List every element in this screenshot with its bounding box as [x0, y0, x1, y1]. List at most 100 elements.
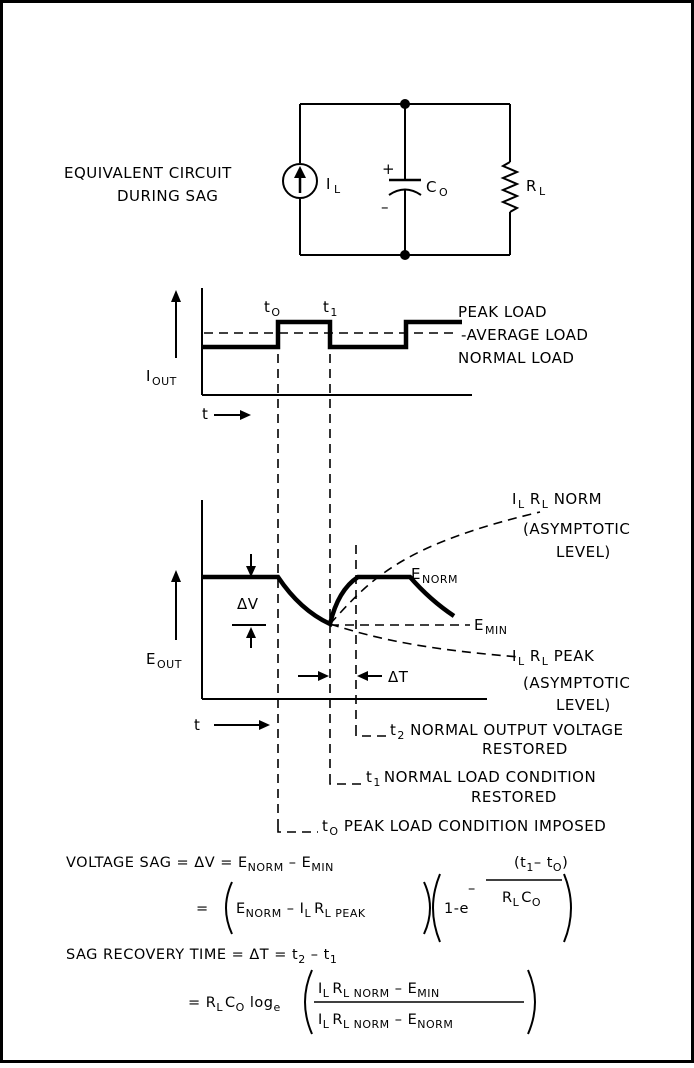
norm-asym-line2: (ASYMPTOTIC: [523, 520, 630, 538]
voltage-y-label-sub: OUT: [157, 658, 182, 671]
t2-leader: [355, 727, 386, 737]
eq2-e-sub: NORM: [246, 907, 282, 920]
cap-minus: –: [381, 198, 389, 216]
cap-label: C: [426, 178, 437, 196]
t1-leader: [329, 776, 362, 785]
load-waveform: [202, 319, 462, 350]
eq4-den-tail: – E: [390, 1012, 418, 1028]
delta-t-left-arrow-icon: [318, 671, 329, 681]
peak-asym-tail: PEAK: [548, 647, 595, 665]
svg-text:IL RL PEAK: IL RL PEAK: [512, 647, 595, 668]
current-y-label-sub: OUT: [152, 375, 177, 388]
t2-annot-text: NORMAL OUTPUT VOLTAGE: [405, 721, 624, 739]
normal-load-label: NORMAL LOAD: [458, 349, 574, 367]
t0-annot-t: t: [322, 817, 328, 835]
peak-asym-line2: (ASYMPTOTIC: [523, 674, 630, 692]
delta-v-label: ΔV: [237, 595, 259, 613]
voltage-x-label: t: [194, 716, 200, 734]
eq4-log-sub: e: [274, 1001, 281, 1014]
top-junction: [400, 99, 410, 109]
delta-t-label: ΔT: [388, 668, 409, 686]
eq4-den-s1: L: [323, 1018, 330, 1031]
norm-asym-i-sub: L: [518, 498, 525, 511]
eq4-num-s1: L: [323, 987, 330, 1000]
voltage-y-arrow-icon: [171, 570, 181, 582]
eq4-den-s3: NORM: [417, 1018, 453, 1031]
peak-asym-r-sub: L: [542, 655, 549, 668]
t1-annot-sub: 1: [373, 776, 381, 789]
eq2-den-s2: O: [532, 896, 541, 909]
eq2-r-sub: L PEAK: [325, 907, 366, 920]
peak-asymptote-curve: [329, 623, 521, 658]
current-source-arrow-icon: [294, 166, 306, 178]
source-label: I: [326, 175, 331, 193]
eq2-i-sub: L: [304, 907, 311, 920]
peak-asym-i: I: [512, 647, 517, 665]
emin-label: E: [474, 616, 484, 634]
delta-v-bottom-arrow-icon: [246, 627, 256, 638]
eq4-s1: L: [216, 1001, 223, 1014]
eq4-log: log: [245, 995, 274, 1011]
eq4-num: I: [318, 981, 323, 997]
sag-mid: – E: [284, 855, 312, 871]
t0-annot-sub: O: [329, 825, 338, 838]
t1-annot-text: NORMAL LOAD CONDITION: [384, 768, 596, 786]
norm-asym-i: I: [512, 490, 517, 508]
t1-annot-text2: RESTORED: [471, 788, 557, 806]
eq2-r: R: [314, 901, 325, 917]
eq2-den: R: [502, 890, 513, 906]
svg-text:IL RL NORM: IL RL NORM: [512, 490, 602, 511]
eq4-num-r: R: [332, 981, 343, 997]
cap-plate-bottom: [388, 188, 422, 196]
current-x-label: t: [202, 405, 208, 423]
resistor-symbol: [500, 161, 520, 213]
eq2-paren2-open: [432, 873, 441, 943]
eq4-num-s2: L NORM: [343, 987, 390, 1000]
enorm-label: E: [411, 565, 421, 583]
eq2-one-minus-e: 1-e: [444, 901, 469, 917]
current-y-arrow-icon: [171, 290, 181, 302]
circuit-title-line2: DURING SAG: [117, 187, 218, 205]
svg-text:ENORM: ENORM: [411, 565, 458, 586]
sag-label: VOLTAGE SAG = ΔV = E: [66, 855, 248, 871]
output-waveform: [202, 574, 456, 628]
norm-asym-line3: LEVEL): [556, 543, 611, 561]
cap-label-sub: O: [439, 186, 448, 199]
svg-text:IOUT: IOUT: [146, 367, 177, 388]
norm-asym-r: R: [525, 490, 541, 508]
bottom-junction: [400, 250, 410, 260]
peak-asym-r: R: [525, 647, 541, 665]
eq2-num-mid: – t: [534, 855, 553, 871]
eq4-num-s3: MIN: [417, 987, 439, 1000]
svg-text:t2 NORMAL OUTPUT VOLTAGE: t2 NORMAL OUTPUT VOLTAGE: [390, 721, 624, 742]
circuit-title-line1: EQUIVALENT CIRCUIT: [64, 164, 232, 182]
t2-annot-t: t: [390, 721, 396, 739]
average-load-label: -AVERAGE LOAD: [461, 326, 588, 344]
peak-asym-line3: LEVEL): [556, 696, 611, 714]
peak-asym-i-sub: L: [518, 655, 525, 668]
cap-plus: +: [382, 160, 395, 178]
svg-text:RL: RL: [526, 177, 546, 198]
sag-sub1: NORM: [248, 861, 284, 874]
norm-asymptote-curve: [329, 511, 541, 625]
voltage-y-label: E: [146, 650, 156, 668]
t1-label: t: [323, 298, 329, 316]
eq2-num-s2: O: [553, 861, 562, 874]
svg-text:IL: IL: [326, 175, 341, 196]
eq2-num-end: ): [562, 855, 568, 871]
t0-annot-text: PEAK LOAD CONDITION IMPOSED: [339, 817, 607, 835]
eq4-paren-close: [527, 969, 536, 1035]
rec-mid: – t: [306, 947, 330, 963]
svg-text:EMIN: EMIN: [474, 616, 507, 637]
eq2-paren-close: [423, 881, 431, 935]
eq2-num: (t: [514, 855, 526, 871]
sag-sub2: MIN: [311, 861, 333, 874]
source-label-sub: L: [334, 183, 341, 196]
